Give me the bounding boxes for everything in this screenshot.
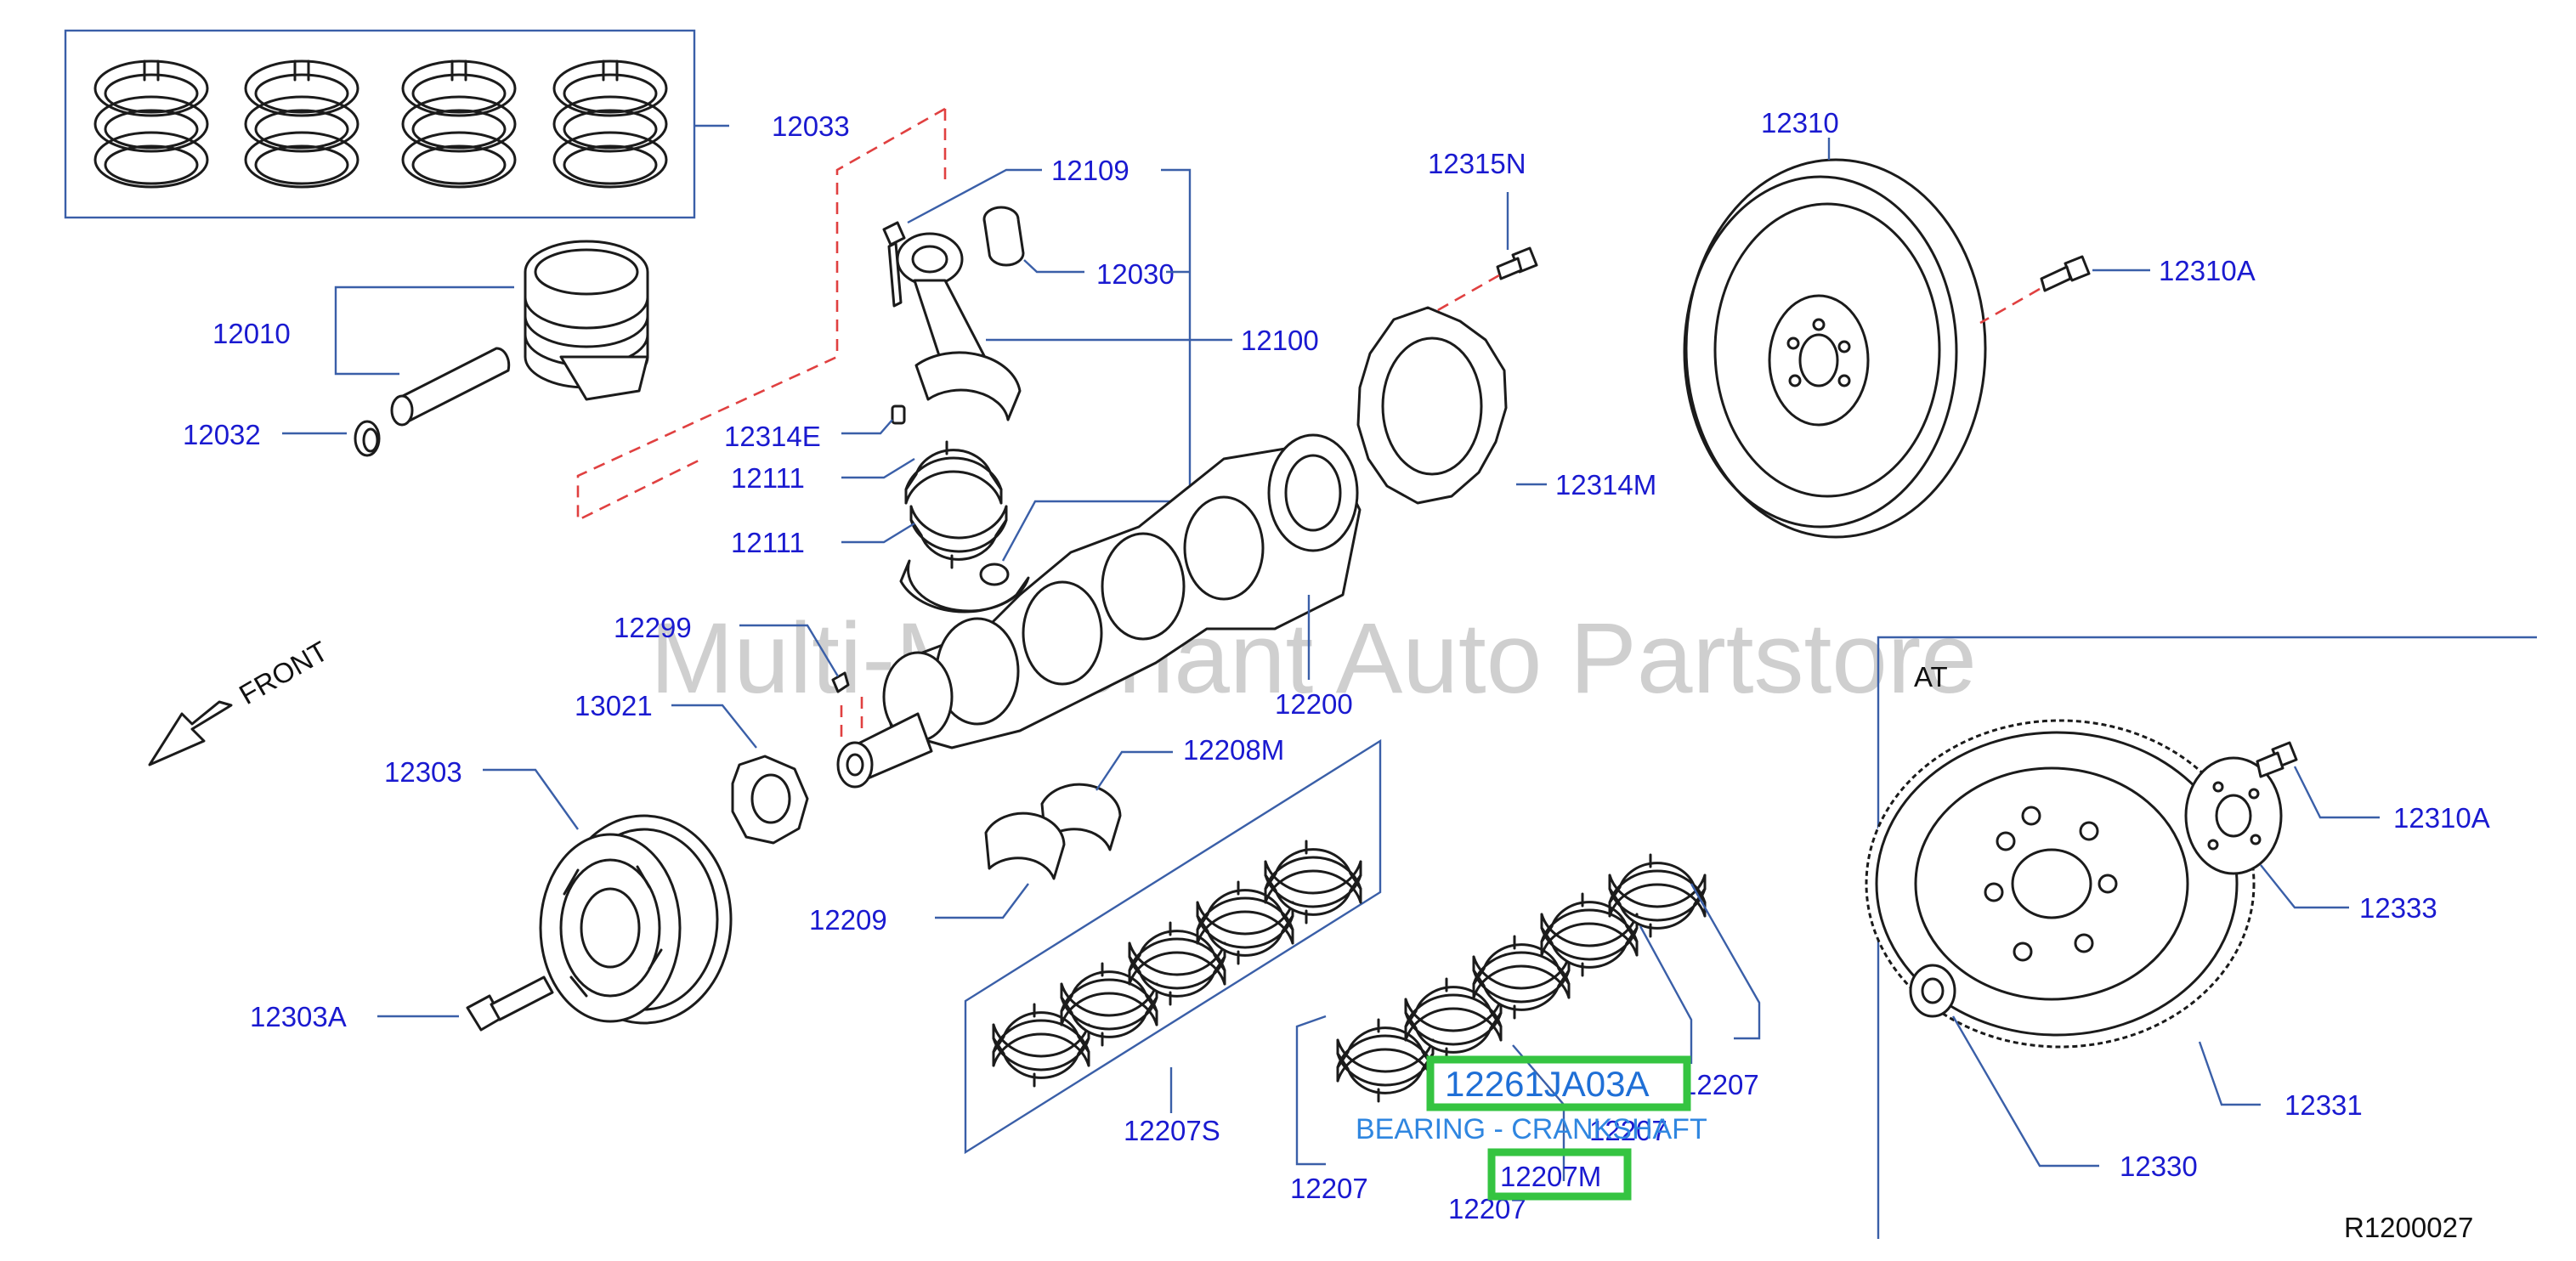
label-12207S[interactable]: 12207S: [1124, 1115, 1220, 1146]
leader-12111-b: [841, 522, 915, 544]
leader-12299: [739, 624, 840, 677]
at-inset-label: AT: [1914, 661, 1948, 693]
label-12330[interactable]: 12330: [2120, 1151, 2198, 1182]
crankshaft[interactable]: [836, 433, 1362, 789]
pulley-bolt[interactable]: [466, 975, 554, 1032]
label-12310A[interactable]: 12310A: [2159, 255, 2256, 286]
leader-12030: [1023, 259, 1084, 274]
at-inset-frame: [1877, 636, 2537, 1239]
front-arrow-icon: [148, 700, 233, 766]
piston-ring-box: [64, 29, 696, 219]
flywheel-12310[interactable]: [1683, 158, 1987, 539]
rod-bushing[interactable]: [982, 206, 1025, 267]
piston-ring-2[interactable]: [244, 59, 360, 189]
leader-12207-b: [1690, 883, 1761, 1040]
snap-ring[interactable]: [354, 420, 381, 457]
label-12315N[interactable]: 12315N: [1428, 148, 1526, 179]
leader-12209: [935, 883, 1029, 919]
bearing-set-box: [964, 738, 1382, 1155]
leader-12207-a: [1295, 1015, 1327, 1166]
rod-bearing-lower[interactable]: [909, 505, 1008, 569]
reinforcement-plate-12333[interactable]: [2184, 756, 2283, 875]
label-12208M[interactable]: 12208M: [1183, 734, 1284, 766]
dashed-12315N: [1435, 274, 1500, 313]
piston[interactable]: [524, 240, 649, 401]
bolt-12310A-at[interactable]: [2256, 741, 2298, 778]
label-12030[interactable]: 12030: [1096, 258, 1175, 290]
label-12032[interactable]: 12032: [183, 419, 261, 450]
front-label: FRONT: [234, 635, 333, 710]
leader-12330: [1951, 1015, 2099, 1168]
leader-12111-a: [841, 457, 915, 479]
leader-12207-c: [1639, 925, 1693, 1064]
piston-ring-3[interactable]: [401, 59, 517, 189]
highlight-sub-part[interactable]: 12207M: [1500, 1161, 1601, 1192]
rod-bearing-upper[interactable]: [904, 440, 1003, 505]
label-12111-b[interactable]: 12111: [731, 527, 805, 558]
label-12200[interactable]: 12200: [1275, 688, 1353, 720]
dashed-key-guide: [840, 697, 863, 739]
label-12333[interactable]: 12333: [2359, 892, 2437, 924]
piston-ring-1[interactable]: [93, 59, 209, 189]
leader-12303: [483, 768, 579, 830]
label-12111-a[interactable]: 12111: [731, 462, 805, 494]
label-12303A[interactable]: 12303A: [250, 1001, 347, 1032]
crank-sprocket[interactable]: [731, 755, 809, 845]
drive-plate-12331[interactable]: [1865, 719, 2256, 1049]
leader-12314E: [841, 419, 893, 435]
label-12299[interactable]: 12299: [614, 612, 692, 643]
label-12331[interactable]: 12331: [2284, 1089, 2363, 1121]
rod-bolt[interactable]: [882, 221, 906, 308]
label-12033[interactable]: 12033: [772, 110, 850, 142]
watermark: Multi-Merchant Auto Partstore: [650, 602, 1977, 715]
thrust-washer-upper[interactable]: [1040, 783, 1122, 851]
bolt-12315N[interactable]: [1496, 246, 1538, 280]
dashed-outline-piston: [576, 107, 946, 523]
piston-ring-4[interactable]: [552, 59, 668, 189]
leader-12310A-at: [2293, 766, 2380, 819]
label-12207-c[interactable]: 12207: [1589, 1115, 1667, 1146]
drawing-id: R1200027: [2344, 1212, 2473, 1243]
thrust-washer-lower[interactable]: [984, 811, 1066, 880]
drive-plate-12314M[interactable]: [1356, 306, 1508, 505]
label-12209[interactable]: 12209: [809, 904, 887, 936]
label-12207-a[interactable]: 12207: [1290, 1173, 1368, 1204]
bolt-12310A[interactable]: [2040, 255, 2091, 292]
highlight-description: BEARING - CRANKSHAFT: [1356, 1113, 1707, 1145]
label-12314E[interactable]: 12314E: [724, 421, 821, 452]
highlight-box-sub: [1487, 1148, 1632, 1201]
leader-12331: [2198, 1041, 2261, 1106]
leader-13021: [671, 704, 757, 749]
label-13021[interactable]: 13021: [575, 690, 653, 721]
leader-12333: [2260, 864, 2349, 909]
highlight-box-part: [1426, 1055, 1691, 1111]
bearing-set-shells[interactable]: [992, 840, 1362, 1088]
leader-12100-bracket: [1001, 168, 1192, 562]
label-12010[interactable]: 12010: [212, 318, 291, 349]
crank-pulley[interactable]: [539, 814, 733, 1025]
piston-pin[interactable]: [390, 347, 511, 427]
dashed-12310A: [1979, 287, 2041, 325]
spacer-12330[interactable]: [1909, 964, 1956, 1018]
label-12310[interactable]: 12310: [1761, 107, 1839, 139]
label-12100[interactable]: 12100: [1241, 325, 1319, 356]
label-12314M[interactable]: 12314M: [1555, 469, 1656, 500]
label-12310A-at[interactable]: 12310A: [2393, 802, 2490, 834]
leader-12010: [334, 286, 514, 376]
label-12303[interactable]: 12303: [384, 756, 462, 788]
highlight-part-number[interactable]: 12261JA03A: [1445, 1064, 1650, 1104]
rod-cap[interactable]: [899, 559, 1030, 614]
woodruff-key[interactable]: [831, 671, 850, 693]
leader-12208M: [1096, 750, 1173, 791]
label-12207-b[interactable]: 12207: [1681, 1069, 1759, 1100]
connecting-rod[interactable]: [896, 232, 1022, 421]
leader-12109: [907, 168, 1042, 224]
rod-nut[interactable]: [891, 404, 906, 425]
label-12109[interactable]: 12109: [1051, 155, 1129, 186]
